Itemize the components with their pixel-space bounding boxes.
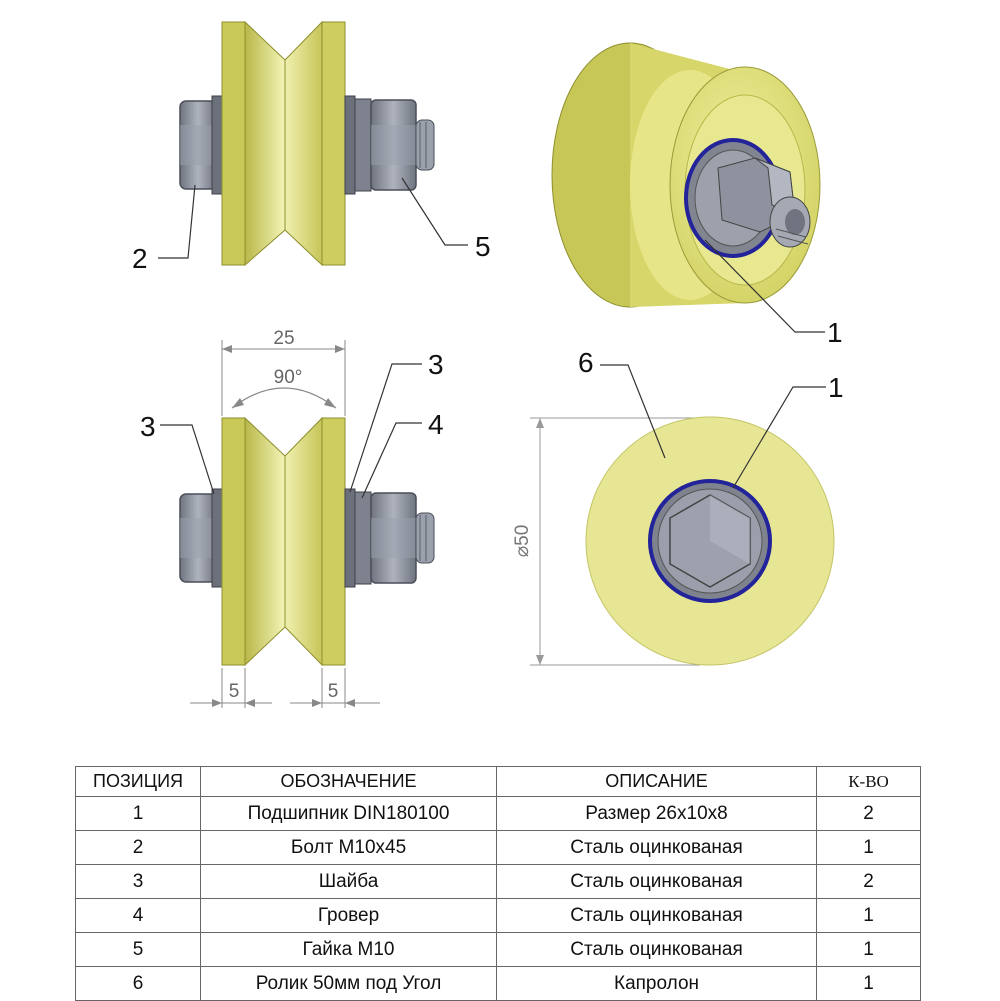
cell-position: 2 xyxy=(75,830,201,865)
lock-washer xyxy=(354,98,372,192)
cell-position: 3 xyxy=(75,864,201,899)
front-view: ⌀50 6 1 xyxy=(512,347,844,666)
roller-assembly-drawing: 2 5 1 25 xyxy=(132,20,844,708)
dimension-angle: 90° xyxy=(274,367,303,388)
wheel-rim-right xyxy=(321,21,346,266)
iso-view: 1 xyxy=(551,42,843,348)
cell-quantity: 1 xyxy=(816,932,921,967)
dimension-rim-right: 5 xyxy=(328,681,339,702)
table-row: 6 Ролик 50мм под Угол Капролон 1 xyxy=(75,966,921,1001)
header-designation: ОБОЗНАЧЕНИЕ xyxy=(200,766,497,797)
table-row: 3 Шайба Сталь оцинкованая 2 xyxy=(75,864,921,899)
side-view-dimensioned: 25 90° 5 5 xyxy=(140,328,444,708)
callout-bearing-3d: 1 xyxy=(827,317,843,348)
side-view-top: 2 5 xyxy=(132,20,491,274)
callout-washer-right: 3 xyxy=(428,349,444,380)
cell-description: Сталь оцинкованая xyxy=(496,932,817,967)
callout-bolt: 2 xyxy=(132,243,148,274)
header-quantity: К-ВО xyxy=(816,766,921,797)
cell-description: Размер 26x10x8 xyxy=(496,796,817,831)
dimension-rim-left: 5 xyxy=(229,681,240,702)
cell-position: 4 xyxy=(75,898,201,933)
wheel-groove-left xyxy=(244,20,286,267)
cell-designation: Подшипник DIN180100 xyxy=(200,796,497,831)
cell-designation: Болт М10x45 xyxy=(200,830,497,865)
cell-quantity: 2 xyxy=(816,864,921,899)
table-row: 5 Гайка М10 Сталь оцинкованая 1 xyxy=(75,932,921,967)
cell-description: Сталь оцинкованая xyxy=(496,898,817,933)
cell-designation: Ролик 50мм под Угол xyxy=(200,966,497,1001)
cell-description: Сталь оцинкованая xyxy=(496,830,817,865)
callout-bearing-front: 1 xyxy=(828,372,844,403)
parts-table: ПОЗИЦИЯ ОБОЗНАЧЕНИЕ ОПИСАНИЕ К-ВО 1 Подш… xyxy=(75,766,921,1001)
table-row: 4 Гровер Сталь оцинкованая 1 xyxy=(75,898,921,933)
washer-left xyxy=(211,95,223,195)
callout-lock-washer: 4 xyxy=(428,409,444,440)
cell-position: 5 xyxy=(75,932,201,967)
cell-description: Капролон xyxy=(496,966,817,1001)
cell-position: 6 xyxy=(75,966,201,1001)
cell-quantity: 1 xyxy=(816,898,921,933)
cell-quantity: 1 xyxy=(816,830,921,865)
callout-nut: 5 xyxy=(475,231,491,262)
table-row: 2 Болт М10x45 Сталь оцинкованая 1 xyxy=(75,830,921,865)
washer-right xyxy=(344,95,356,195)
table-row: 1 Подшипник DIN180100 Размер 26x10x8 2 xyxy=(75,796,921,831)
wheel-groove-right xyxy=(284,20,323,267)
cell-designation: Шайба xyxy=(200,864,497,899)
wheel-rim-left xyxy=(221,21,246,266)
cell-quantity: 1 xyxy=(816,966,921,1001)
table-header-row: ПОЗИЦИЯ ОБОЗНАЧЕНИЕ ОПИСАНИЕ К-ВО xyxy=(75,766,921,797)
cell-designation: Гайка М10 xyxy=(200,932,497,967)
header-description: ОПИСАНИЕ xyxy=(496,766,817,797)
cell-description: Сталь оцинкованая xyxy=(496,864,817,899)
cell-position: 1 xyxy=(75,796,201,831)
callout-washer-left: 3 xyxy=(140,411,156,442)
dimension-diameter: ⌀50 xyxy=(512,525,533,558)
cell-quantity: 2 xyxy=(816,796,921,831)
header-position: ПОЗИЦИЯ xyxy=(75,766,201,797)
dimension-width: 25 xyxy=(273,328,294,349)
bolt-tip xyxy=(415,119,435,171)
cell-designation: Гровер xyxy=(200,898,497,933)
callout-roller: 6 xyxy=(578,347,594,378)
